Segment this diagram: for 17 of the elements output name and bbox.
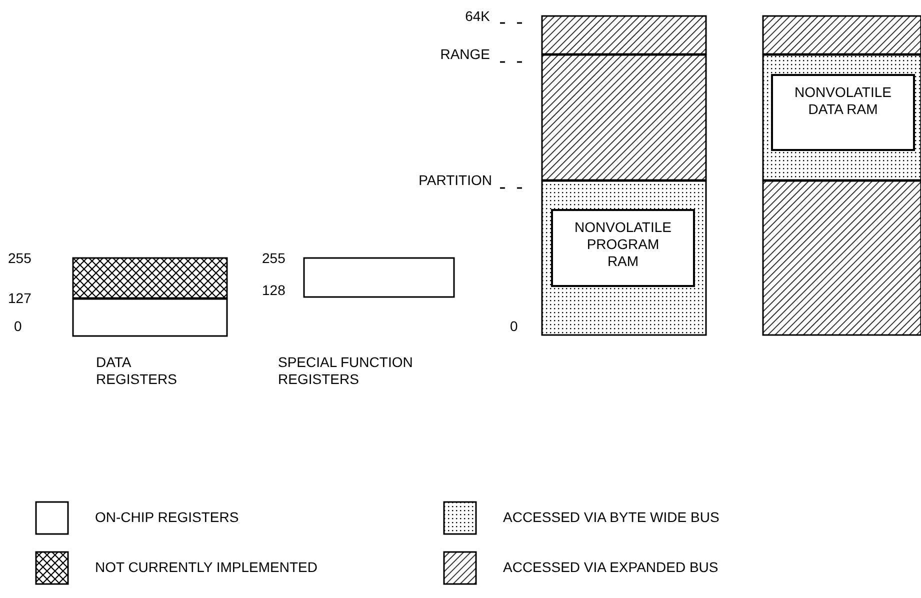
- address-label: 64K: [465, 8, 490, 25]
- memory-region-box: NONVOLATILE PROGRAM RAM: [551, 209, 695, 287]
- legend-label: ACCESSED VIA EXPANDED BUS: [503, 559, 718, 576]
- address-label: RANGE: [440, 46, 490, 63]
- legend-label: ACCESSED VIA BYTE WIDE BUS: [503, 509, 720, 526]
- legend-label: ON-CHIP REGISTERS: [95, 509, 239, 526]
- block-caption: DATA REGISTERS: [96, 354, 178, 388]
- address-label: 255: [8, 250, 32, 267]
- address-label: 0: [14, 318, 22, 335]
- memory-region-box: NONVOLATILE DATA RAM: [771, 74, 915, 151]
- block-caption: SPECIAL FUNCTION REGISTERS: [278, 354, 414, 388]
- address-label: 0: [510, 318, 518, 335]
- address-label: 127: [8, 290, 32, 307]
- address-label: PARTITION: [418, 172, 492, 189]
- legend-label: NOT CURRENTLY IMPLEMENTED: [95, 559, 318, 576]
- address-label: 128: [262, 282, 286, 299]
- address-label: 255: [262, 250, 286, 267]
